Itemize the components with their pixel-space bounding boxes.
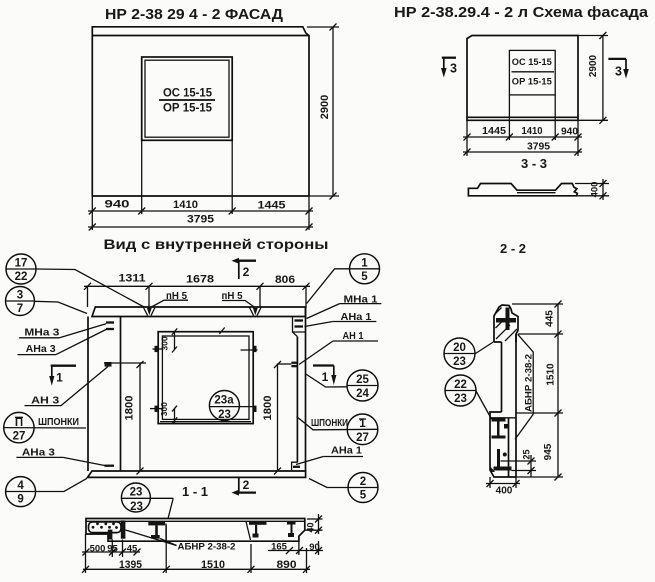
svg-text:300: 300 bbox=[159, 402, 169, 416]
svg-text:165: 165 bbox=[271, 542, 288, 553]
svg-text:400: 400 bbox=[590, 182, 601, 198]
svg-text:945: 945 bbox=[543, 443, 554, 460]
svg-text:23: 23 bbox=[454, 393, 467, 405]
svg-text:90: 90 bbox=[309, 542, 320, 553]
svg-text:23: 23 bbox=[218, 409, 231, 421]
svg-text:ШПОНКИ: ШПОНКИ bbox=[311, 418, 348, 429]
svg-text:1410: 1410 bbox=[522, 125, 543, 137]
svg-text:АНа 3: АНа 3 bbox=[22, 446, 55, 458]
svg-text:2: 2 bbox=[360, 476, 366, 488]
svg-text:2900: 2900 bbox=[588, 54, 599, 77]
svg-text:40: 40 bbox=[306, 522, 316, 532]
svg-text:23а: 23а bbox=[214, 395, 234, 407]
svg-text:2900: 2900 bbox=[319, 95, 331, 119]
svg-text:1311: 1311 bbox=[119, 273, 146, 285]
svg-text:НР 2-38 29 4 - 2 ФАСАД: НР 2-38 29 4 - 2 ФАСАД bbox=[105, 7, 284, 23]
svg-text:1800: 1800 bbox=[262, 396, 274, 421]
svg-text:4: 4 bbox=[17, 480, 24, 492]
svg-text:АНа 3: АНа 3 bbox=[26, 343, 56, 355]
svg-text:1395: 1395 bbox=[119, 559, 142, 571]
svg-text:500: 500 bbox=[90, 544, 106, 555]
svg-text:1445: 1445 bbox=[482, 125, 506, 137]
svg-text:1410: 1410 bbox=[173, 199, 198, 211]
svg-text:АН 1: АН 1 bbox=[343, 330, 364, 342]
svg-text:2: 2 bbox=[243, 265, 250, 279]
svg-text:пН 5: пН 5 bbox=[166, 291, 187, 302]
svg-text:ОС 15-15: ОС 15-15 bbox=[163, 86, 212, 100]
svg-text:АБНР 2-38-2: АБНР 2-38-2 bbox=[524, 354, 535, 412]
svg-text:3: 3 bbox=[17, 290, 23, 302]
svg-text:1 - 1: 1 - 1 bbox=[182, 484, 208, 499]
svg-text:1510: 1510 bbox=[201, 559, 225, 571]
svg-text:400: 400 bbox=[496, 486, 513, 497]
svg-text:3: 3 bbox=[615, 65, 622, 79]
svg-text:5: 5 bbox=[360, 490, 367, 502]
svg-text:ШПОНКИ: ШПОНКИ bbox=[38, 417, 79, 428]
svg-text:23: 23 bbox=[130, 487, 143, 499]
svg-text:П: П bbox=[15, 417, 23, 429]
svg-text:1: 1 bbox=[322, 370, 329, 384]
svg-text:1: 1 bbox=[361, 257, 368, 269]
svg-text:9: 9 bbox=[17, 494, 23, 506]
svg-text:АН 3: АН 3 bbox=[31, 394, 59, 406]
svg-text:5: 5 bbox=[361, 271, 368, 283]
svg-text:пН 5: пН 5 bbox=[222, 291, 243, 302]
svg-text:МНа 3: МНа 3 bbox=[24, 326, 59, 338]
svg-text:7: 7 bbox=[17, 303, 23, 315]
svg-text:45: 45 bbox=[127, 544, 138, 555]
svg-text:МНа 1: МНа 1 bbox=[344, 293, 378, 305]
svg-text:Вид с внутренней стороны: Вид с внутренней стороны bbox=[104, 237, 329, 252]
svg-text:АНа 1: АНа 1 bbox=[341, 311, 372, 323]
svg-text:23: 23 bbox=[453, 356, 466, 368]
svg-text:ОР 15-15: ОР 15-15 bbox=[512, 77, 553, 88]
svg-text:940: 940 bbox=[561, 126, 578, 138]
svg-text:25: 25 bbox=[522, 449, 532, 459]
svg-text:445: 445 bbox=[545, 310, 556, 327]
svg-text:3795: 3795 bbox=[187, 214, 214, 226]
svg-text:АНа 1: АНа 1 bbox=[331, 445, 362, 457]
svg-text:22: 22 bbox=[15, 271, 28, 283]
svg-text:27: 27 bbox=[356, 432, 369, 444]
svg-text:300: 300 bbox=[160, 336, 170, 350]
svg-text:1800: 1800 bbox=[124, 396, 136, 421]
svg-text:24: 24 bbox=[356, 388, 369, 400]
svg-text:2: 2 bbox=[243, 478, 250, 492]
svg-text:1510: 1510 bbox=[546, 363, 557, 386]
svg-text:АБНР 2-38-2: АБНР 2-38-2 bbox=[178, 542, 236, 553]
svg-text:27: 27 bbox=[13, 431, 26, 443]
svg-text:25: 25 bbox=[356, 374, 369, 386]
svg-text:НР 2-38.29.4 - 2 л Схема фаса: НР 2-38.29.4 - 2 л Схема фасада bbox=[394, 5, 649, 21]
svg-text:890: 890 bbox=[277, 559, 297, 571]
svg-text:ОС 15-15: ОС 15-15 bbox=[512, 57, 553, 68]
svg-text:22: 22 bbox=[454, 379, 467, 391]
svg-text:3 - 3: 3 - 3 bbox=[521, 156, 547, 171]
svg-text:1445: 1445 bbox=[258, 200, 286, 212]
svg-text:ОР 15-15: ОР 15-15 bbox=[163, 101, 212, 115]
svg-text:940: 940 bbox=[105, 199, 130, 211]
svg-text:3: 3 bbox=[450, 62, 457, 76]
svg-text:1: 1 bbox=[56, 371, 63, 385]
svg-text:1: 1 bbox=[359, 418, 366, 430]
svg-text:17: 17 bbox=[15, 258, 28, 270]
svg-text:806: 806 bbox=[275, 274, 295, 286]
svg-text:23: 23 bbox=[130, 501, 143, 513]
svg-text:2 - 2: 2 - 2 bbox=[500, 241, 526, 256]
svg-text:3795: 3795 bbox=[527, 141, 550, 153]
svg-text:20: 20 bbox=[453, 342, 466, 354]
svg-text:1678: 1678 bbox=[186, 274, 214, 286]
